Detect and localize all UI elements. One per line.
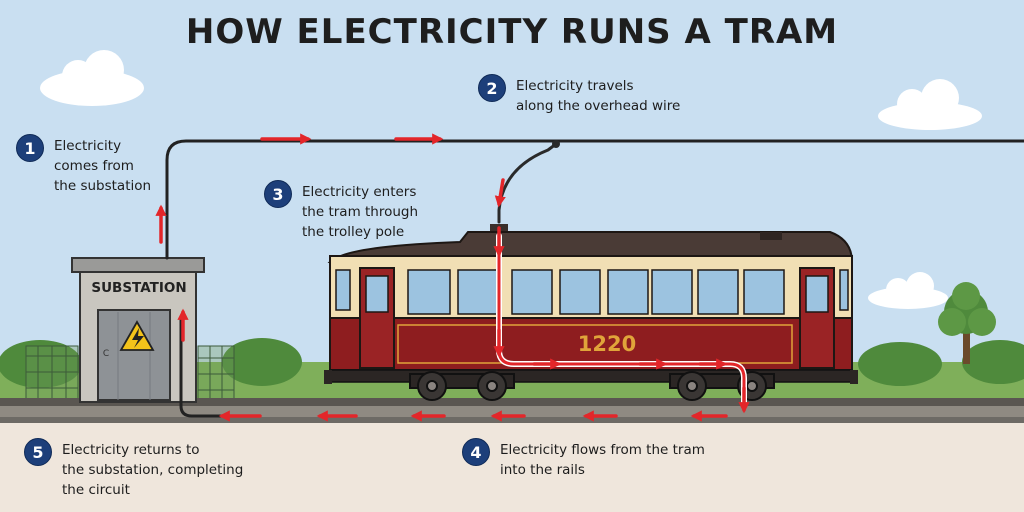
diagram-title: HOW ELECTRICITY RUNS A TRAM (185, 12, 839, 52)
fence-right (197, 345, 235, 401)
step-1: 1 Electricity comes from the substation (16, 134, 152, 196)
tram (324, 140, 858, 401)
flow-arrows (155, 133, 750, 422)
substation-door-mark: C (103, 349, 109, 359)
substation (71, 257, 205, 403)
tram-windows (407, 269, 785, 315)
step-1-badge: 1 (16, 134, 44, 162)
cloud-icon (868, 272, 948, 309)
step-2-badge: 2 (478, 74, 506, 102)
fence-left (25, 345, 79, 401)
step-5-badge: 5 (24, 438, 52, 466)
step-5: 5 Electricity returns to the substation,… (24, 438, 244, 500)
high-voltage-icon (119, 320, 155, 351)
step-2-line-2: along the overhead wire (516, 98, 681, 114)
rails (0, 398, 1024, 423)
cloud-icon (40, 50, 144, 106)
step-2-line-1: Electricity travels (516, 78, 634, 94)
bushes (0, 338, 1024, 388)
return-cable (179, 318, 222, 418)
tram-number: 1220 (578, 332, 636, 356)
step-1-line-1: Electricity (54, 138, 122, 154)
step-3: 3 Electricity enters the tram through th… (264, 180, 419, 242)
substation-sign: SUBSTATION (91, 280, 186, 296)
step-5-line-2: the substation, completing (62, 462, 244, 478)
arrow-icon (494, 178, 506, 208)
tree-icon (938, 282, 996, 364)
step-1-line-3: the substation (54, 178, 152, 194)
step-4-line-2: into the rails (500, 462, 585, 478)
step-5-line-3: the circuit (62, 482, 130, 498)
step-4: 4 Electricity flows from the tram into t… (462, 438, 705, 480)
step-4-line-1: Electricity flows from the tram (500, 442, 705, 458)
step-3-line-1: Electricity enters (302, 184, 417, 200)
step-4-badge: 4 (462, 438, 490, 466)
overhead-wire (165, 139, 1024, 260)
step-5-line-1: Electricity returns to (62, 442, 200, 458)
step-3-badge: 3 (264, 180, 292, 208)
cloud-icon (878, 79, 982, 130)
wheel-truck-front (409, 371, 515, 401)
step-1-line-2: comes from (54, 158, 134, 174)
step-3-line-3: the trolley pole (302, 224, 405, 240)
step-2: 2 Electricity travels along the overhead… (478, 74, 681, 116)
step-3-line-2: the tram through (302, 204, 419, 220)
